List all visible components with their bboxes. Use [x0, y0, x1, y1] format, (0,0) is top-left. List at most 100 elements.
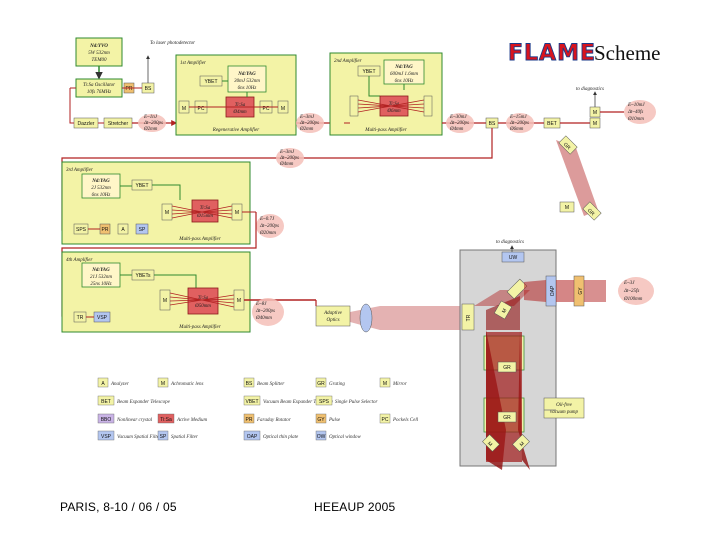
compressor-output-param-2: Δt~25fs	[623, 289, 639, 294]
amp4-output-param-2: Δt~200ps	[255, 309, 275, 314]
amp2-output-bubble	[446, 113, 474, 133]
amp2-beam-splitter-label: BS	[489, 121, 496, 127]
amp3-pump-line3: 6ns 10Hz	[92, 193, 111, 198]
legend-swatch	[97, 377, 109, 388]
amp1-output-param-1: E~3mJ	[299, 115, 315, 120]
legend-code: OAP	[247, 434, 258, 440]
stretcher-label: Stretcher	[108, 121, 129, 127]
legend-swatch	[315, 377, 327, 388]
compressor: to diagnostics UW TR M GR GR M M OAP GY …	[359, 240, 654, 470]
compressor-grating-2	[497, 411, 517, 423]
amp1-input-param-3: Ø2mm	[143, 127, 158, 132]
compressor-uw-label: UW	[509, 255, 518, 261]
amplifier-4: 4th Amplifier Nd:YAG 21J 532nm 25ns 10Hz…	[61, 251, 460, 333]
oscillator-line1: Ti:Sa Oscillator	[83, 83, 115, 88]
legend-text: Faraday Rotator	[256, 418, 291, 423]
amp2-bet-label: BET	[547, 121, 557, 127]
compressor-mirror-label: M	[501, 308, 508, 315]
amp4-mirror-left-label: M	[163, 298, 167, 304]
amp3-crystal-line2: Ø15mm	[196, 214, 213, 219]
amp2-output-param-1: E~30mJ	[449, 115, 467, 120]
legend-swatch	[243, 377, 255, 388]
amp1-mirror-left-label: M	[182, 106, 186, 112]
small-grating-top-label: GR	[562, 142, 572, 152]
small-mirror	[559, 201, 575, 213]
amp4-output-param-1: E~8J	[255, 302, 267, 307]
amp4-pump-line1: Nd:YAG	[91, 268, 110, 273]
compressor-grating-2-label: GR	[503, 415, 511, 421]
vacuum-pump-line2: vacuum pump	[550, 410, 578, 415]
pump-laser-box	[75, 37, 123, 67]
small-grating-bottom-label: GR	[586, 208, 596, 218]
legend-swatch	[315, 395, 333, 406]
compressor-output-param-3: Ø100mm	[623, 297, 643, 302]
legend-text: Beam Splitter	[257, 382, 284, 387]
amp2-output2-bubble	[506, 113, 534, 133]
mid-bubble	[276, 148, 304, 168]
small-mirror-label: M	[565, 205, 569, 211]
amp3-title: 3rd Amplifier	[66, 168, 93, 173]
amp2-far-bubble	[624, 100, 656, 124]
compressor-tr	[461, 303, 475, 331]
amp2-crystal-line2: Ø6mm	[386, 109, 401, 114]
legend-text: Optical window	[329, 435, 361, 440]
amp2-pump-line1: Nd:YAG	[394, 65, 413, 70]
dazzler-label: Dazzler	[78, 121, 95, 127]
mid-param-3: Ø4mm	[279, 162, 294, 167]
legend-code: A	[101, 381, 105, 387]
compressor-output-bubble	[618, 277, 654, 305]
amp3-analyzer-label: A	[121, 227, 125, 233]
amp4-ybets-label: YBETs	[135, 273, 151, 279]
amp4-mirror-right-label: M	[237, 298, 241, 304]
amp3-output-param-2: Δt~200ps	[259, 224, 279, 229]
amp3-mirror-left	[161, 203, 173, 221]
legend-text: Nonlinear crystal	[116, 418, 153, 423]
adaptive-optics-box	[315, 305, 351, 327]
amp2-far-mirror-2	[589, 117, 601, 129]
legend-code: SP	[160, 434, 167, 440]
amp3-pump-box	[81, 173, 121, 199]
legend-text: Grating	[329, 382, 345, 387]
legend-text: Spatial Filter	[171, 435, 198, 440]
adaptive-optics-line2: Optics	[326, 318, 339, 323]
legend-swatch	[315, 430, 327, 441]
legend-text: Analyzer	[110, 382, 129, 387]
amp1-title: 1st Amplifier	[180, 61, 206, 66]
amp4-pump-line3: 25ns 10Hz	[90, 282, 111, 287]
amp2-pump-line3: 6ns 10Hz	[395, 79, 414, 84]
amp4-caption: Multi-pass Amplifier	[178, 325, 220, 330]
amp2-output2-param-3: Ø6mm	[509, 127, 524, 132]
legend-text: Mirror	[392, 382, 407, 387]
pump-laser-line1: Nd:YVO	[89, 44, 108, 49]
legend-code: BBO	[101, 417, 112, 423]
amp3-ybet-label: YBET	[135, 183, 148, 189]
legend-text: Achromatic lens	[170, 382, 204, 387]
oscillator-section: Nd:YVO 5W 532nm TEM00 Ti:Sa Oscillator 1…	[69, 37, 195, 132]
vacuum-pump-line1: Oil-free	[556, 403, 572, 408]
legend-swatch	[97, 430, 115, 441]
compressor-small-mirror	[506, 278, 528, 300]
adaptive-optics-line1: Adaptive	[323, 311, 343, 316]
amp1-ybet-label: YBET	[204, 79, 217, 85]
compressor-oap-label: OAP	[550, 285, 556, 296]
amp1-crystal-line2: Ø4mm	[232, 110, 247, 115]
amp2-far-param-2: Δt~40fs	[627, 110, 643, 115]
amp3-output-param-3: Ø20mm	[259, 231, 276, 236]
legend-swatch	[157, 430, 169, 441]
legend-code: VSP	[101, 434, 112, 440]
mid-param-1: E~3mJ	[279, 150, 295, 155]
legend-text: Single Pulse Selector	[335, 400, 378, 405]
compressor-diagnostics-note: to diagnostics	[496, 240, 524, 245]
legend-code: SPS	[319, 399, 330, 405]
legend-swatch	[157, 377, 169, 388]
amp2-pump-line2: 600mJ 1.6mm	[390, 72, 418, 77]
amp1-pump-line1: Nd:YAG	[237, 72, 256, 77]
legend-swatch	[157, 413, 175, 424]
compressor-grating-1	[497, 361, 517, 373]
amp3-pr-label: PR	[102, 227, 109, 233]
legend-code: VBET	[245, 399, 258, 405]
amp2-far-mirror-2-label: M	[593, 121, 597, 127]
amp1-mirror-right-label: M	[281, 106, 285, 112]
